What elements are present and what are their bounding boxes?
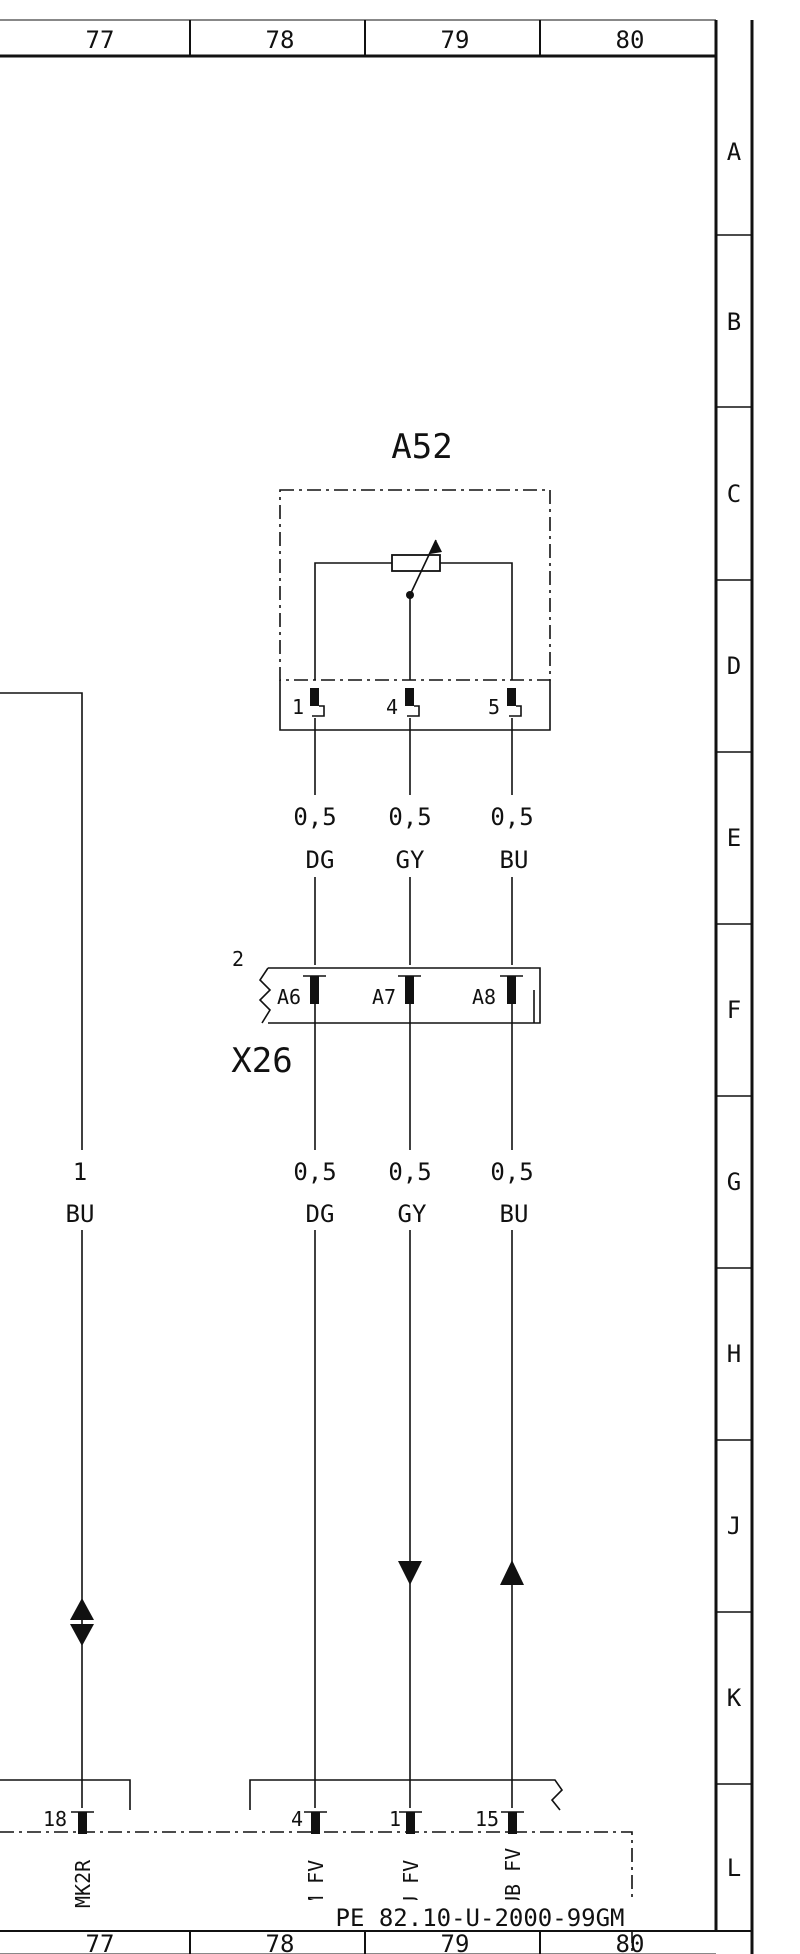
wire-size-label: 0,5	[490, 1158, 533, 1186]
wire-size-label: 0,5	[293, 803, 336, 831]
row-label: E	[727, 824, 741, 852]
drawing-frame	[0, 19, 754, 1954]
wiper-arrowhead-icon	[430, 540, 442, 554]
resistor-icon	[391, 554, 441, 572]
module-pin-number: 18	[43, 1807, 67, 1831]
component-a52-label: A52	[391, 427, 452, 467]
arrow-up-icon	[500, 1560, 524, 1585]
wire-color-label: BU	[66, 1200, 95, 1228]
module-pin	[304, 1811, 327, 1834]
row-label: G	[727, 1168, 741, 1196]
a52-pin	[507, 688, 522, 717]
component-a52-housing	[279, 680, 551, 731]
wire-color-label: DG	[306, 846, 335, 874]
module-signal-label: MK2R	[71, 1859, 95, 1908]
row-label: K	[727, 1684, 742, 1712]
row-label: L	[727, 1854, 741, 1882]
a52-pin-number: 5	[488, 695, 500, 719]
column-label-bottom: 78	[266, 1930, 295, 1954]
column-label-bottom: 77	[86, 1930, 115, 1954]
wire-left-bu	[0, 692, 83, 1808]
wire-color-label: GY	[396, 846, 425, 874]
a52-pin-number: 1	[292, 695, 304, 719]
column-label-top: 78	[266, 26, 295, 54]
column-label-top: 77	[86, 26, 115, 54]
x26-pin-label: A7	[372, 985, 396, 1009]
column-label-bottom: 79	[441, 1930, 470, 1954]
x26-pin-label: A8	[472, 985, 496, 1009]
row-label: F	[727, 996, 741, 1024]
wire-size-label: 0,5	[388, 1158, 431, 1186]
connector-x26-index: 2	[232, 947, 244, 971]
connector-x26-label: X26	[231, 1041, 292, 1081]
bidirectional-arrow-icon	[70, 1598, 94, 1646]
column-label-bottom: 80	[616, 1930, 645, 1954]
wire-size-label: 0,5	[490, 803, 533, 831]
a52-pin	[405, 688, 420, 717]
arrow-down-icon	[398, 1561, 422, 1585]
module-pin	[501, 1811, 524, 1834]
module-left-housing	[0, 1779, 131, 1810]
wire-size-label: 1	[73, 1158, 87, 1186]
wire-color-label: GY	[398, 1200, 427, 1228]
module-pin-number: 15	[475, 1807, 499, 1831]
module-signal-label: UB FV	[501, 1848, 525, 1908]
drawing-reference: PE 82.10-U-2000-99GM	[336, 1904, 625, 1932]
x26-pin	[500, 975, 523, 1004]
module-pin	[71, 1811, 94, 1834]
row-label: B	[727, 308, 741, 336]
row-label: C	[727, 480, 741, 508]
module-right-housing	[249, 1779, 564, 1811]
column-label-top: 80	[616, 26, 645, 54]
module-pin-number: 1	[389, 1807, 401, 1831]
wire-size-label: 0,5	[388, 803, 431, 831]
row-label: H	[727, 1340, 741, 1368]
module-signal-label: M FV	[304, 1860, 328, 1908]
wire-size-label: 0,5	[293, 1158, 336, 1186]
a52-pin	[310, 688, 325, 717]
column-label-top: 79	[441, 26, 470, 54]
x26-pin-label: A6	[277, 985, 301, 1009]
potentiometer-circuit	[314, 562, 513, 680]
row-label: D	[727, 652, 741, 680]
wiper-arrow-icon	[409, 539, 437, 596]
x26-pin	[398, 975, 421, 1004]
wire-color-label: BU	[500, 846, 529, 874]
wire-color-label: BU	[500, 1200, 529, 1228]
module-pin-number: 4	[291, 1807, 303, 1831]
a52-pin-number: 4	[386, 695, 398, 719]
module-pin	[399, 1811, 422, 1834]
module-signal-label: U FV	[399, 1860, 423, 1908]
connector-x26-outline	[258, 967, 541, 1024]
row-label: J	[727, 1512, 741, 1540]
row-label: A	[727, 138, 742, 166]
wire-color-label: DG	[306, 1200, 335, 1228]
x26-pin	[303, 975, 326, 1004]
